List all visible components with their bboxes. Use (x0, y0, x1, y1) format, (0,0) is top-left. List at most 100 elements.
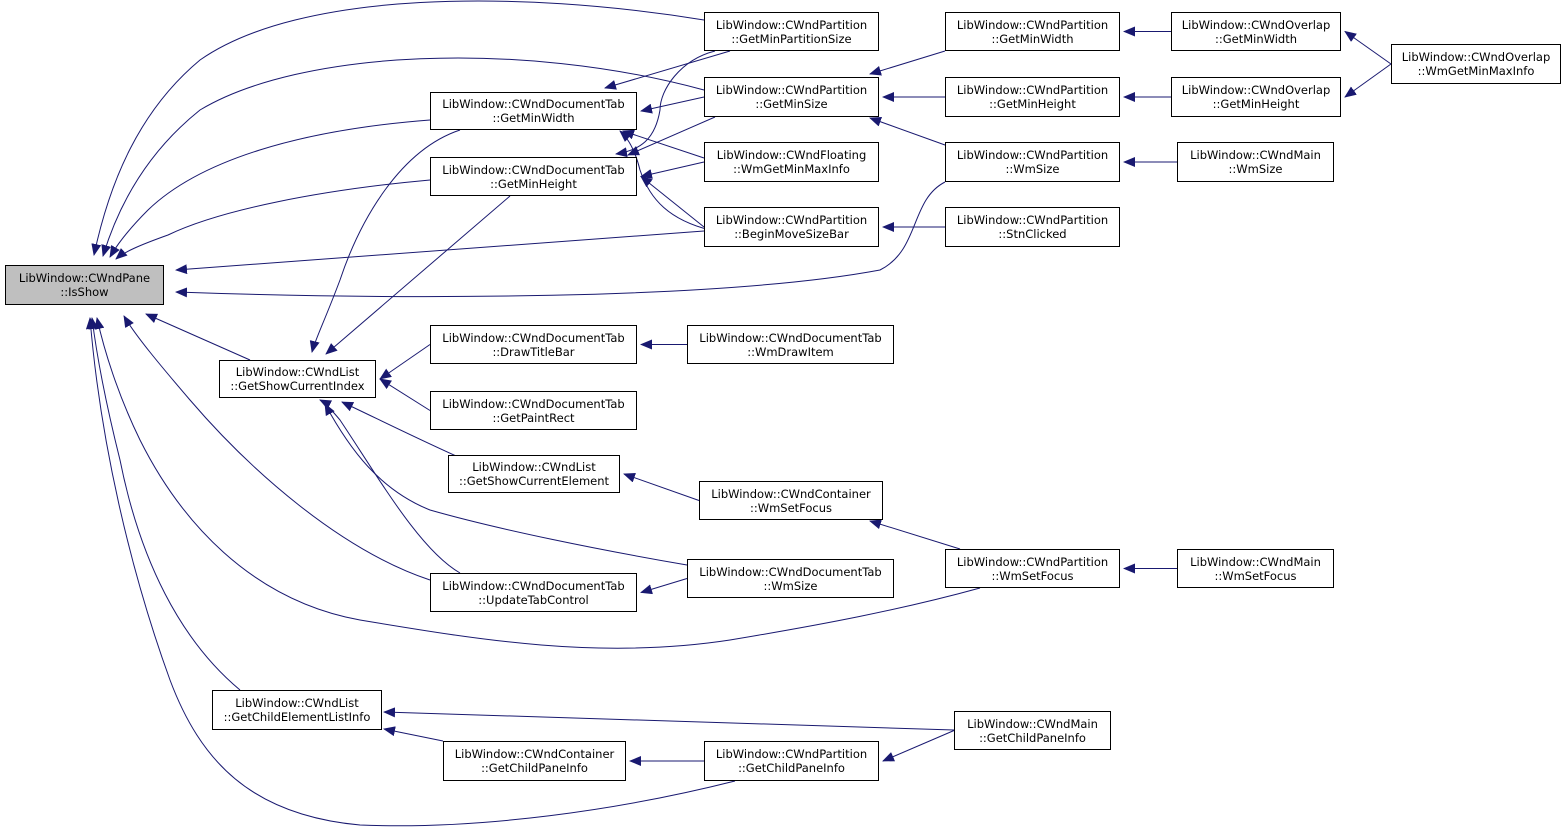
node-method-label: ::WmDrawItem (747, 344, 834, 359)
node-method-label: ::BeginMoveSizeBar (734, 227, 849, 241)
edge-wo-wmgetminmaxinfo-to-wo-getminwidth (1344, 30, 1392, 65)
graph-node-dt-wmdrawitem[interactable]: LibWindow::CWndDocumentTab::WmDrawItem (687, 325, 894, 364)
node-method-label: ::GetMinWidth (1214, 31, 1298, 46)
graph-node-wp-getminheight[interactable]: LibWindow::CWndPartition::GetMinHeight (945, 77, 1120, 117)
node-method-label: ::WmSetFocus (1214, 568, 1297, 583)
graph-node-wm-wmsize[interactable]: LibWindow::CWndMain::WmSize (1177, 142, 1334, 182)
node-method-label: ::GetMinWidth (991, 31, 1074, 46)
node-class-label: LibWindow::CWndMain (1190, 148, 1321, 162)
edge-wp-getminpartitionsize-to-dt-getminwidth (604, 50, 731, 90)
node-method-label: ::GetPaintRect (492, 410, 575, 425)
edge-wp-wmsetfocus-to-wc-wmsetfocus (869, 519, 961, 550)
node-class-label: LibWindow::CWndPartition (956, 148, 1109, 162)
node-method-label: ::GetMinPartitionSize (731, 31, 852, 46)
edge-dt-getminheight-to-wl-getshowcurrentindex (325, 195, 511, 355)
edge-wp-beginmovesizebar-to-isshow (175, 230, 705, 275)
edge-wf-wmgetminmaxinfo-to-dt-getminwidth (622, 129, 705, 159)
node-class-label: LibWindow::CWndMain (967, 716, 1098, 731)
graph-node-dt-getminwidth[interactable]: LibWindow::CWndDocumentTab::GetMinWidth (430, 92, 637, 130)
node-method-label: ::GetMinHeight (989, 97, 1076, 111)
node-class-label: LibWindow::CWndPartition (715, 83, 868, 97)
graph-node-wp-wmsize[interactable]: LibWindow::CWndPartition::WmSize (945, 142, 1120, 182)
node-class-label: LibWindow::CWndDocumentTab (442, 578, 625, 593)
node-method-label: ::IsShow (60, 285, 109, 299)
graph-node-wp-getchildpaneinfo[interactable]: LibWindow::CWndPartition::GetChildPaneIn… (704, 741, 879, 781)
node-method-label: ::GetShowCurrentElement (458, 474, 610, 488)
node-method-label: ::GetChildPaneInfo (979, 730, 1086, 745)
edge-dt-wmsize-to-wl-getshowcurrentindex (324, 403, 688, 566)
graph-node-wo-getminwidth[interactable]: LibWindow::CWndOverlap::GetMinWidth (1171, 12, 1341, 51)
graph-node-wp-beginmovesizebar[interactable]: LibWindow::CWndPartition::BeginMoveSizeB… (704, 207, 879, 247)
node-method-label: ::WmGetMinMaxInfo (1417, 64, 1535, 78)
node-class-label: LibWindow::CWndMain (1190, 554, 1321, 569)
node-class-label: LibWindow::CWndList (235, 365, 360, 379)
node-method-label: ::WmSize (1228, 162, 1283, 176)
graph-node-dt-getminheight[interactable]: LibWindow::CWndDocumentTab::GetMinHeight (430, 157, 637, 196)
node-class-label: LibWindow::CWndPartition (956, 213, 1109, 227)
node-class-label: LibWindow::CWndDocumentTab (442, 396, 625, 411)
node-method-label: ::WmSize (1005, 162, 1060, 176)
node-class-label: LibWindow::CWndContainer (454, 747, 615, 761)
node-class-label: LibWindow::CWndDocumentTab (442, 162, 625, 177)
node-class-label: LibWindow::CWndOverlap (1181, 83, 1331, 97)
edge-wp-getminwidth-to-wp-getminsize (869, 50, 946, 76)
node-class-label: LibWindow::CWndPartition (956, 554, 1109, 569)
node-method-label: ::StnClicked (998, 227, 1067, 241)
graph-node-wm-wmsetfocus[interactable]: LibWindow::CWndMain::WmSetFocus (1177, 549, 1334, 588)
graph-node-wp-wmsetfocus[interactable]: LibWindow::CWndPartition::WmSetFocus (945, 549, 1120, 588)
graph-node-isshow[interactable]: LibWindow::CWndPane::IsShow (5, 265, 164, 305)
edge-layer (85, 0, 1392, 827)
node-method-label: ::GetChildPaneInfo (481, 761, 588, 775)
graph-node-wf-wmgetminmaxinfo[interactable]: LibWindow::CWndFloating::WmGetMinMaxInfo (704, 142, 879, 182)
graph-node-wp-getminpartitionsize[interactable]: LibWindow::CWndPartition::GetMinPartitio… (704, 12, 879, 51)
node-class-label: LibWindow::CWndPane (18, 271, 151, 285)
node-method-label: ::WmGetMinMaxInfo (733, 162, 850, 176)
node-method-label: ::WmSetFocus (991, 568, 1074, 583)
graph-node-wo-wmgetminmaxinfo[interactable]: LibWindow::CWndOverlap::WmGetMinMaxInfo (1391, 44, 1561, 84)
graph-node-dt-drawtitlebar[interactable]: LibWindow::CWndDocumentTab::DrawTitleBar (430, 325, 637, 364)
graph-node-dt-getpaintrect[interactable]: LibWindow::CWndDocumentTab::GetPaintRect (430, 391, 637, 430)
node-class-label: LibWindow::CWndContainer (711, 486, 871, 501)
edge-wp-getminsize-to-isshow (101, 57, 705, 257)
node-class-label: LibWindow::CWndOverlap (1181, 17, 1331, 32)
node-method-label: ::WmSize (763, 578, 818, 593)
graph-node-wl-getshowcurrentindex[interactable]: LibWindow::CWndList::GetShowCurrentIndex (219, 360, 376, 398)
graph-node-wc-wmsetfocus[interactable]: LibWindow::CWndContainer::WmSetFocus (699, 481, 883, 520)
node-method-label: ::WmSetFocus (749, 500, 833, 515)
graph-node-wl-getchildelementlistinfo[interactable]: LibWindow::CWndList::GetChildElementList… (212, 690, 382, 730)
edge-wp-wmsetfocus-to-isshow (94, 317, 981, 649)
edge-wl-getchildelementlistinfo-to-isshow (88, 317, 241, 691)
graph-node-dt-updatetabcontrol[interactable]: LibWindow::CWndDocumentTab::UpdateTabCon… (430, 573, 637, 612)
graph-node-wc-getchildpaneinfo[interactable]: LibWindow::CWndContainer::GetChildPaneIn… (443, 741, 626, 781)
graph-node-wp-getminwidth[interactable]: LibWindow::CWndPartition::GetMinWidth (945, 12, 1120, 51)
graph-node-wp-stnclicked[interactable]: LibWindow::CWndPartition::StnClicked (945, 207, 1120, 247)
graph-node-dt-wmsize[interactable]: LibWindow::CWndDocumentTab::WmSize (687, 559, 894, 598)
edge-wc-getchildpaneinfo-to-wl-getchildelementlistinfo (383, 726, 444, 742)
node-method-label: ::UpdateTabControl (478, 592, 589, 607)
edge-wf-wmgetminmaxinfo-to-dt-getminheight (640, 161, 705, 179)
edge-wp-getminpartitionsize-to-isshow (91, 0, 705, 256)
node-class-label: LibWindow::CWndPartition (715, 747, 868, 761)
node-class-label: LibWindow::CWndFloating (716, 148, 867, 162)
edge-wl-getshowcurrentindex-to-isshow (145, 313, 251, 361)
node-class-label: LibWindow::CWndList (235, 696, 359, 710)
graph-node-wo-getminheight[interactable]: LibWindow::CWndOverlap::GetMinHeight (1171, 77, 1341, 117)
edge-wp-wmsize-to-wp-getminsize (869, 117, 946, 146)
graph-node-wp-getminsize[interactable]: LibWindow::CWndPartition::GetMinSize (704, 77, 879, 117)
graph-node-wl-getshowcurrentelement[interactable]: LibWindow::CWndList::GetShowCurrentEleme… (448, 455, 620, 493)
graph-node-wm-getchildpaneinfo[interactable]: LibWindow::CWndMain::GetChildPaneInfo (954, 711, 1111, 750)
node-class-label: LibWindow::CWndPartition (956, 83, 1109, 97)
node-method-label: ::GetShowCurrentIndex (230, 379, 365, 393)
node-class-label: LibWindow::CWndDocumentTab (442, 97, 625, 111)
node-class-label: LibWindow::CWndDocumentTab (442, 330, 625, 345)
node-class-label: LibWindow::CWndPartition (715, 17, 868, 32)
node-method-label: ::GetMinSize (755, 97, 828, 111)
edge-wp-getminsize-to-dt-getminwidth (640, 96, 705, 114)
edge-wm-getchildpaneinfo-to-wl-getchildelementlistinfo (383, 707, 955, 731)
edge-dt-getpaintrect-to-wl-getshowcurrentindex (379, 378, 431, 411)
edge-wo-wmgetminmaxinfo-to-wo-getminheight (1344, 63, 1392, 98)
edge-wc-wmsetfocus-to-wl-getshowcurrentelement (623, 472, 700, 501)
edge-dt-getminwidth-to-isshow (109, 119, 431, 258)
edge-wp-getchildpaneinfo-to-isshow (85, 317, 736, 827)
